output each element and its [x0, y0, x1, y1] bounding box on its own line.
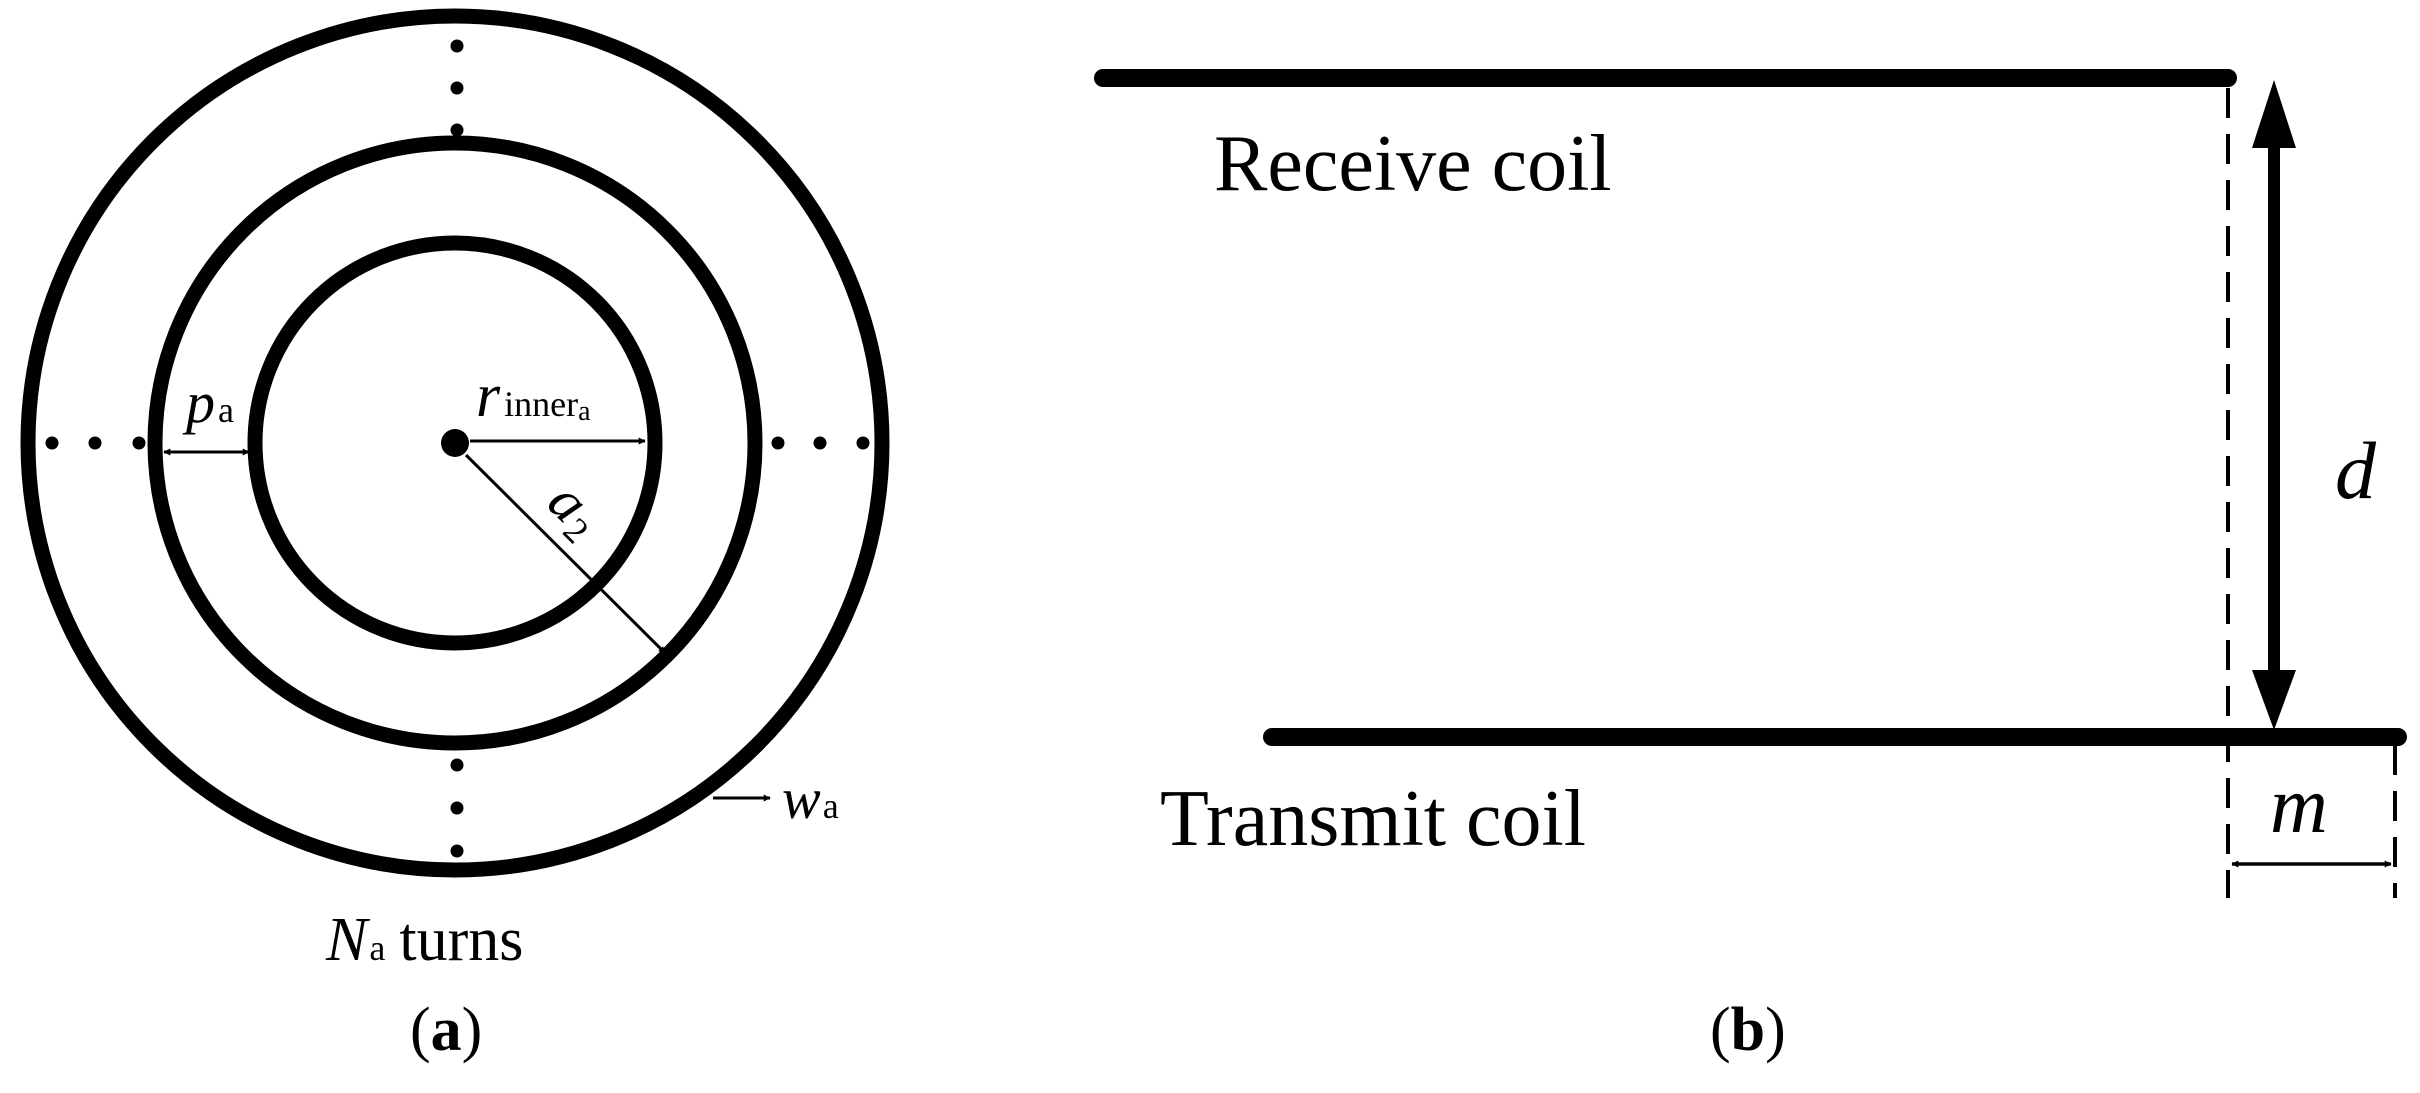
outer-turn [20, 8, 890, 878]
distance-d-label: d [2335, 425, 2377, 516]
transmit-coil-label: Transmit coil [1160, 775, 1586, 863]
pitch-label: pa [182, 370, 234, 435]
caption-b: (b) [1710, 996, 1786, 1064]
inner-turn [247, 235, 663, 651]
panel-b: Receive coil Transmit coil d m (b) [1094, 69, 2407, 1064]
center-dot [441, 429, 469, 457]
misalignment-m-label: m [2270, 762, 2328, 850]
ellipsis-dots-bottom [450, 758, 464, 858]
distance-d-arrowhead-top [2252, 80, 2296, 148]
radius-a2-label: a2 [534, 468, 617, 551]
ellipsis-dots-right [771, 436, 870, 450]
radius-a2-arrow [464, 453, 667, 655]
distance-d-arrowhead-bottom [2252, 670, 2296, 730]
middle-turn [147, 135, 763, 751]
ellipsis-dots-left [45, 436, 146, 450]
ellipsis-dots-top [450, 39, 464, 137]
caption-a: (a) [410, 996, 482, 1064]
width-label: wa [782, 766, 839, 831]
receive-coil-label: Receive coil [1214, 120, 1612, 208]
